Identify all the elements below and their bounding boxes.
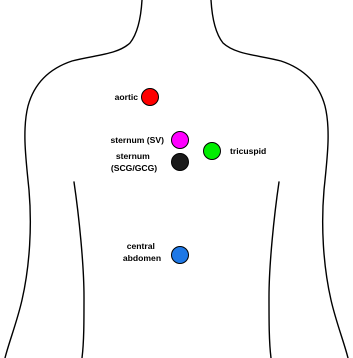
sternum-scg-gcg-label: sternum (SCG/GCG) xyxy=(111,151,157,173)
aortic-label-line: aortic xyxy=(115,92,139,102)
central-abdomen-label-line-2: abdomen xyxy=(123,253,161,263)
tricuspid-label-line: tricuspid xyxy=(230,146,266,156)
body-outline xyxy=(5,0,348,358)
central-abdomen-marker xyxy=(172,247,189,264)
sternum-sv-label: sternum (SV) xyxy=(111,135,165,145)
armpit-left xyxy=(74,182,84,358)
site-aortic: aortic xyxy=(115,89,159,106)
sternum-scg-gcg-label-line-1: sternum xyxy=(116,151,150,161)
sternum-scg-gcg-marker xyxy=(172,154,189,171)
central-abdomen-label-line-1: central xyxy=(127,241,155,251)
site-sternum-scg-gcg: sternum (SCG/GCG) xyxy=(111,151,189,173)
sensor-sites: aortic sternum (SV) sternum (SCG/GCG) xyxy=(111,89,267,264)
tricuspid-label: tricuspid xyxy=(230,146,266,156)
site-central-abdomen: central abdomen xyxy=(123,241,189,264)
sternum-scg-gcg-label-line-2: (SCG/GCG) xyxy=(111,163,157,173)
aortic-label: aortic xyxy=(115,92,139,102)
site-sternum-sv: sternum (SV) xyxy=(111,132,189,149)
central-abdomen-label: central abdomen xyxy=(123,241,161,263)
body-outline-right xyxy=(211,0,348,358)
sternum-sv-label-line: sternum (SV) xyxy=(111,135,165,145)
armpit-right xyxy=(269,182,279,358)
aortic-marker xyxy=(142,89,159,106)
tricuspid-marker xyxy=(204,143,221,160)
sternum-sv-marker xyxy=(172,132,189,149)
site-tricuspid: tricuspid xyxy=(204,143,267,160)
body-outline-left xyxy=(5,0,142,358)
